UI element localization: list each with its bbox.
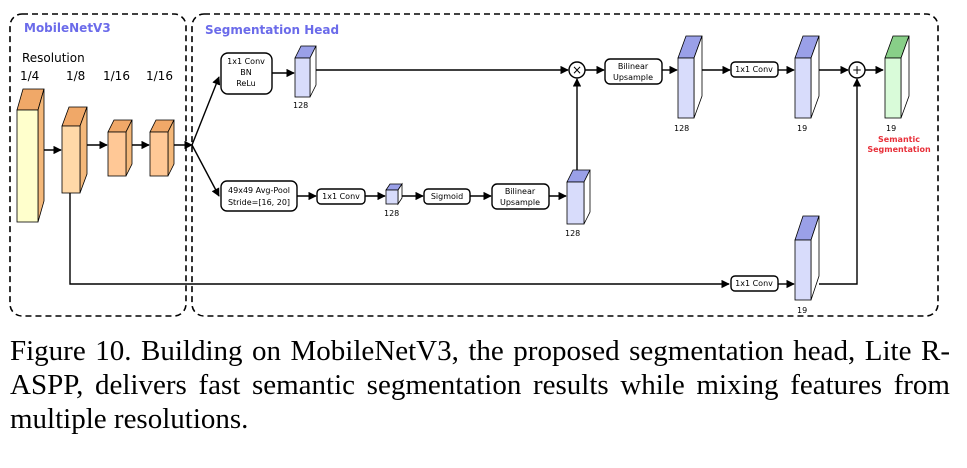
sigmoid-label: Sigmoid [431, 192, 463, 201]
bottom-output-channels: 19 [797, 306, 807, 315]
upsample-top-block [604, 58, 663, 85]
bottom-to-add [819, 78, 862, 285]
skip-connection [69, 193, 730, 289]
multiply-symbol: × [572, 63, 582, 77]
final-channels: 19 [886, 124, 896, 133]
mid-upsampled-feature [566, 169, 591, 225]
resolution-1-16-b: 1/16 [146, 69, 173, 83]
output-label-line-2: Segmentation [867, 145, 931, 154]
top-branch-channels: 128 [293, 101, 308, 110]
fork-to-top-branch [191, 76, 221, 146]
fork-to-bottom-branch [191, 144, 220, 197]
conv-top-label: 1x1 Conv [735, 65, 773, 74]
resolution-1-4: 1/4 [20, 69, 39, 83]
mid-upsampled-channels: 128 [565, 229, 580, 238]
pooled-feature [385, 182, 403, 206]
add-symbol: + [852, 63, 862, 77]
resolution-label: Resolution [22, 51, 85, 65]
upsample-top-line-1: Bilinear [618, 62, 649, 71]
conv-bn-relu-line-3: ReLu [236, 79, 256, 88]
conv-bn-relu-line-1: 1x1 Conv [227, 57, 265, 66]
segmentation-head-title: Segmentation Head [205, 23, 339, 37]
backbone-title: MobileNetV3 [24, 21, 111, 35]
output-label-line-1: Semantic [878, 135, 920, 144]
upsample-top-line-2: Upsample [613, 73, 653, 82]
backbone-feature-1-16-a [107, 119, 133, 177]
top-output-channels: 19 [797, 124, 807, 133]
avgpool-line-1: 49x49 Avg-Pool [228, 186, 290, 195]
conv-bottom-label: 1x1 Conv [735, 279, 773, 288]
backbone-feature-1-8 [61, 106, 88, 194]
resolution-1-8: 1/8 [66, 69, 85, 83]
backbone-frame [9, 13, 187, 317]
top-upsampled-feature [677, 35, 703, 119]
final-segmentation-feature [884, 35, 910, 119]
conv-bn-relu-line-2: BN [240, 68, 251, 77]
upsample-low-line-2: Upsample [500, 198, 540, 207]
top-branch-feature [294, 45, 317, 98]
top-output-feature [794, 35, 820, 119]
figure-caption: Figure 10. Building on MobileNetV3, the … [10, 335, 950, 435]
resolution-1-16-a: 1/16 [103, 69, 130, 83]
bottom-output-feature [794, 215, 820, 301]
backbone-feature-1-16-b [149, 119, 175, 177]
architecture-diagram: MobileNetV3 Segmentation Head Resolution… [9, 13, 939, 317]
conv-mid-label: 1x1 Conv [322, 192, 360, 201]
pooled-channels: 128 [384, 209, 399, 218]
avgpool-line-2: Stride=[16, 20] [228, 198, 290, 207]
top-upsampled-channels: 128 [674, 124, 689, 133]
upsample-low-line-1: Bilinear [505, 187, 536, 196]
segmentation-head-frame [191, 13, 939, 317]
backbone-feature-1-4 [16, 88, 45, 223]
